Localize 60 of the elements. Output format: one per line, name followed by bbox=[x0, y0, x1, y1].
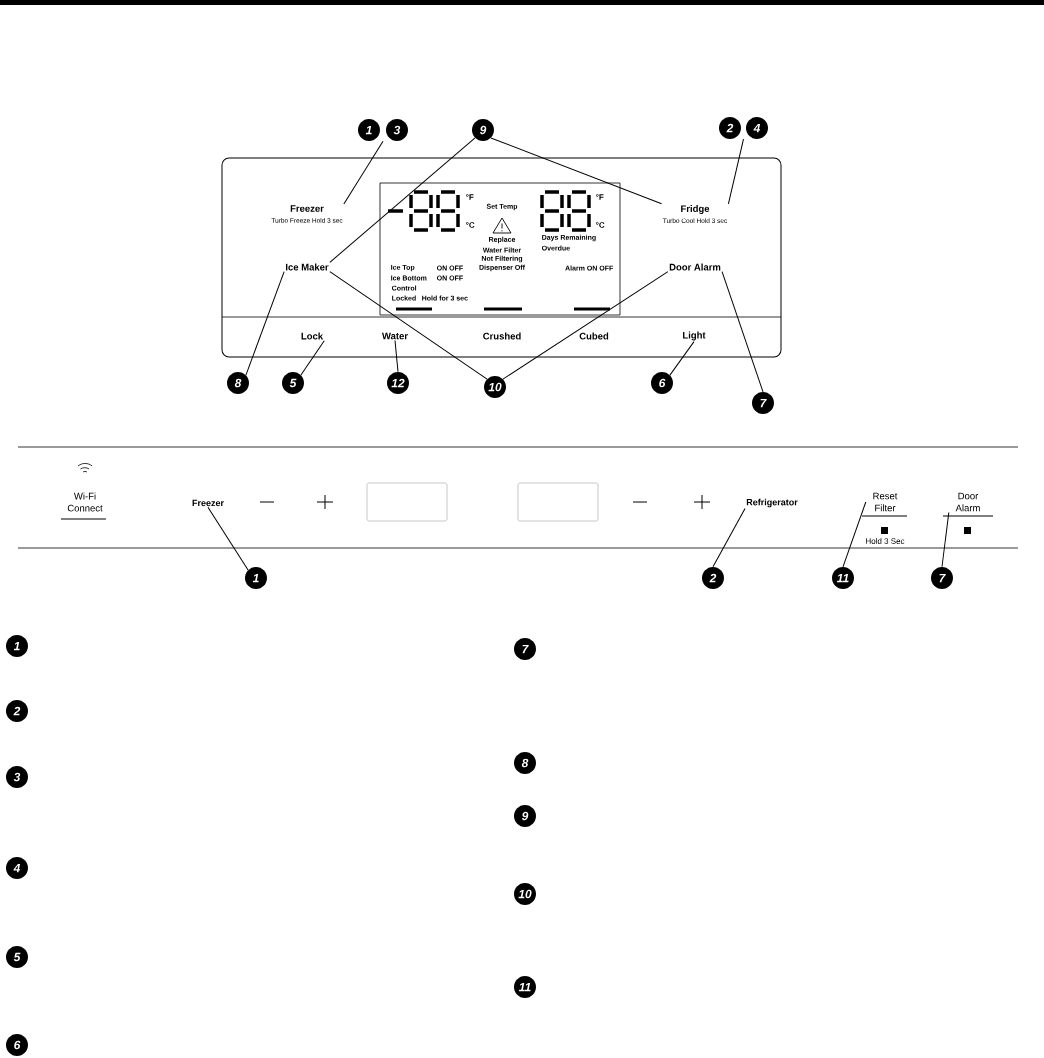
button-label: Crushed bbox=[483, 332, 521, 340]
leader-line bbox=[941, 512, 950, 568]
leader-line bbox=[329, 271, 488, 380]
unit-label: °C bbox=[466, 222, 475, 228]
button-label: Water bbox=[382, 332, 408, 340]
callout-number: 4 bbox=[6, 857, 28, 879]
callout-number: 7 bbox=[931, 567, 953, 589]
callout-number: 2 bbox=[6, 700, 28, 722]
callout-number: 11 bbox=[514, 976, 536, 998]
callout-number: 8 bbox=[227, 372, 249, 394]
leader-line bbox=[343, 140, 384, 205]
leader-line bbox=[207, 506, 249, 571]
button-label: Reset Filter bbox=[873, 492, 898, 512]
callout-number: 3 bbox=[386, 119, 408, 141]
button-label: Light bbox=[683, 331, 706, 341]
callout-number: 9 bbox=[472, 119, 494, 141]
hint-label: Hold 3 Sec bbox=[866, 538, 905, 544]
callout-number: 6 bbox=[651, 372, 673, 394]
button-label: Lock bbox=[301, 332, 324, 340]
callout-number: 5 bbox=[6, 946, 28, 968]
leader-line bbox=[721, 271, 764, 393]
callout-number: 7 bbox=[752, 392, 774, 414]
leader-line bbox=[245, 271, 285, 376]
callout-number: 3 bbox=[6, 766, 28, 788]
unit-label: °F bbox=[466, 194, 474, 200]
button-label: Door Alarm bbox=[669, 263, 721, 271]
leader-line bbox=[300, 340, 325, 376]
leader-line bbox=[329, 137, 476, 263]
unit-label: °F bbox=[596, 194, 604, 200]
button-label: Cubed bbox=[579, 332, 609, 340]
callout-number: 1 bbox=[245, 567, 267, 589]
callout-number: 7 bbox=[514, 638, 536, 660]
button-label: Wi-Fi Connect bbox=[67, 492, 103, 512]
callout-number: 10 bbox=[484, 376, 506, 398]
callout-number: 1 bbox=[358, 119, 380, 141]
callout-number: 10 bbox=[514, 883, 536, 905]
leader-line bbox=[712, 507, 746, 568]
callout-number: 11 bbox=[832, 567, 854, 589]
callout-number: 8 bbox=[514, 752, 536, 774]
leader-line bbox=[502, 271, 669, 380]
callout-number: 6 bbox=[6, 1034, 28, 1056]
callout-number: 5 bbox=[282, 372, 304, 394]
callout-number: 2 bbox=[702, 567, 724, 589]
button-label: Freezer bbox=[192, 499, 224, 507]
leader-line bbox=[727, 138, 744, 205]
unit-label: °C bbox=[596, 222, 605, 228]
callout-number: 4 bbox=[746, 117, 768, 139]
callout-number: 2 bbox=[719, 117, 741, 139]
leader-line bbox=[490, 137, 663, 205]
display-window bbox=[517, 482, 599, 522]
leader-line bbox=[394, 340, 399, 373]
button-label: Refrigerator bbox=[746, 498, 798, 508]
display-window bbox=[366, 482, 448, 522]
leader-line bbox=[842, 501, 867, 568]
callout-number: 9 bbox=[514, 805, 536, 827]
callout-number: 1 bbox=[6, 635, 28, 657]
leader-line bbox=[669, 341, 695, 376]
button-label: Door Alarm bbox=[955, 492, 980, 512]
callout-number: 12 bbox=[387, 372, 409, 394]
button-label: Ice Maker bbox=[286, 263, 329, 271]
